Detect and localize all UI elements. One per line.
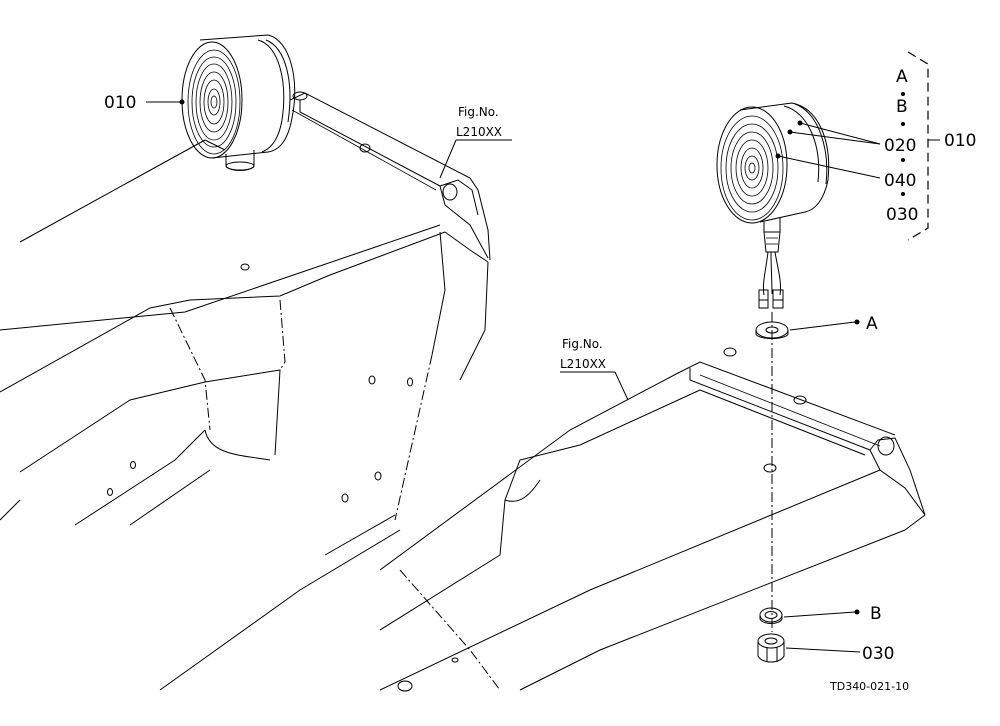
washer-a [755,321,789,339]
label-b-washer: B [870,604,882,624]
leaders-lamp-parts [775,120,881,179]
label-040: 040 [884,171,916,191]
label-010-assembly: 010 [944,131,976,151]
nut-030 [757,633,785,663]
callout-left-lamp: 010 [104,93,185,113]
left-body-outline [0,91,491,691]
kit-bracket [907,51,929,241]
callout-washer-b: B [783,604,882,624]
label-030-upper: 030 [886,205,918,225]
label-030-nut: 030 [862,644,894,664]
label-010-left: 010 [104,93,136,113]
fig-number-left: L210XX [456,125,502,139]
label-b-upper: B [896,97,908,117]
callout-nut-030: 030 [785,644,894,664]
fig-number-right: L210XX [560,357,606,371]
fig-ref-left: Fig.No. L210XX [439,105,512,179]
left-lamp-assembly [181,34,296,171]
right-lamp-assembly [716,102,830,309]
fig-title-right: Fig.No. [562,337,603,351]
drawing-code: TD340-021-10 [829,680,909,693]
washer-b [759,607,783,624]
fig-title-left: Fig.No. [458,105,499,119]
label-020: 020 [884,136,916,156]
label-a-washer: A [866,314,878,334]
label-a-upper: A [896,67,908,87]
callout-washer-a: A [789,314,878,334]
right-lamp-lens-rings [720,115,784,221]
left-lamp-lens-rings [187,49,241,155]
callout-kit-column: A B 020 040 030 010 [884,51,976,241]
fig-ref-right: Fig.No. L210XX [560,337,629,401]
right-body-outline [379,347,926,692]
